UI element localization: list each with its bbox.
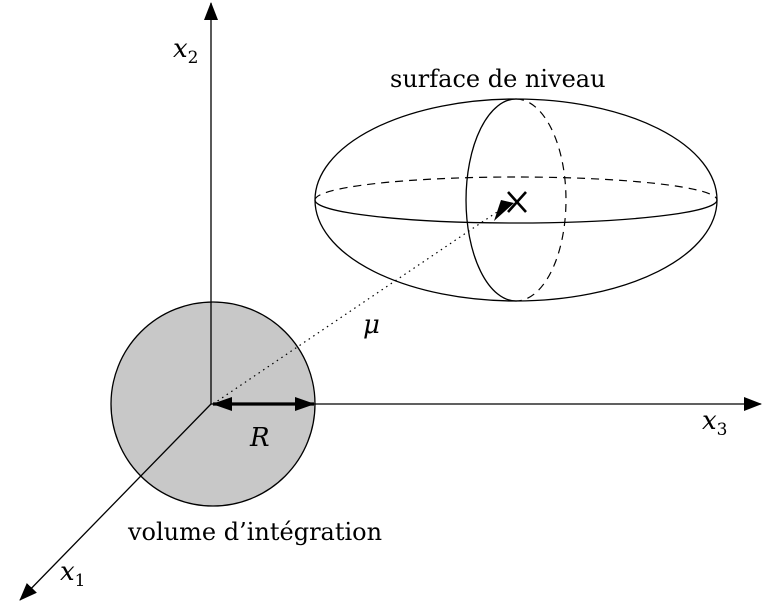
x2-axis-label: x2 <box>173 34 199 68</box>
x1-axis <box>19 403 212 601</box>
level-surface-label: surface de niveau <box>390 65 606 93</box>
mean-label: μ <box>363 310 380 340</box>
ellipsoid-meridian-front <box>465 98 517 302</box>
ellipsoid-equator-front <box>314 199 718 224</box>
x3-axis-label: x3 <box>702 406 728 440</box>
mean-arrowhead <box>494 200 514 221</box>
mean-marker <box>507 191 527 213</box>
ellipsoid-equator-back <box>314 176 718 201</box>
level-surface-ellipsoid <box>314 98 718 302</box>
x1-axis-label: x1 <box>60 557 86 591</box>
ellipsoid-meridian-back <box>515 98 567 302</box>
radius-label: R <box>249 423 270 453</box>
integration-volume-label: volume d’intégration <box>127 518 382 546</box>
